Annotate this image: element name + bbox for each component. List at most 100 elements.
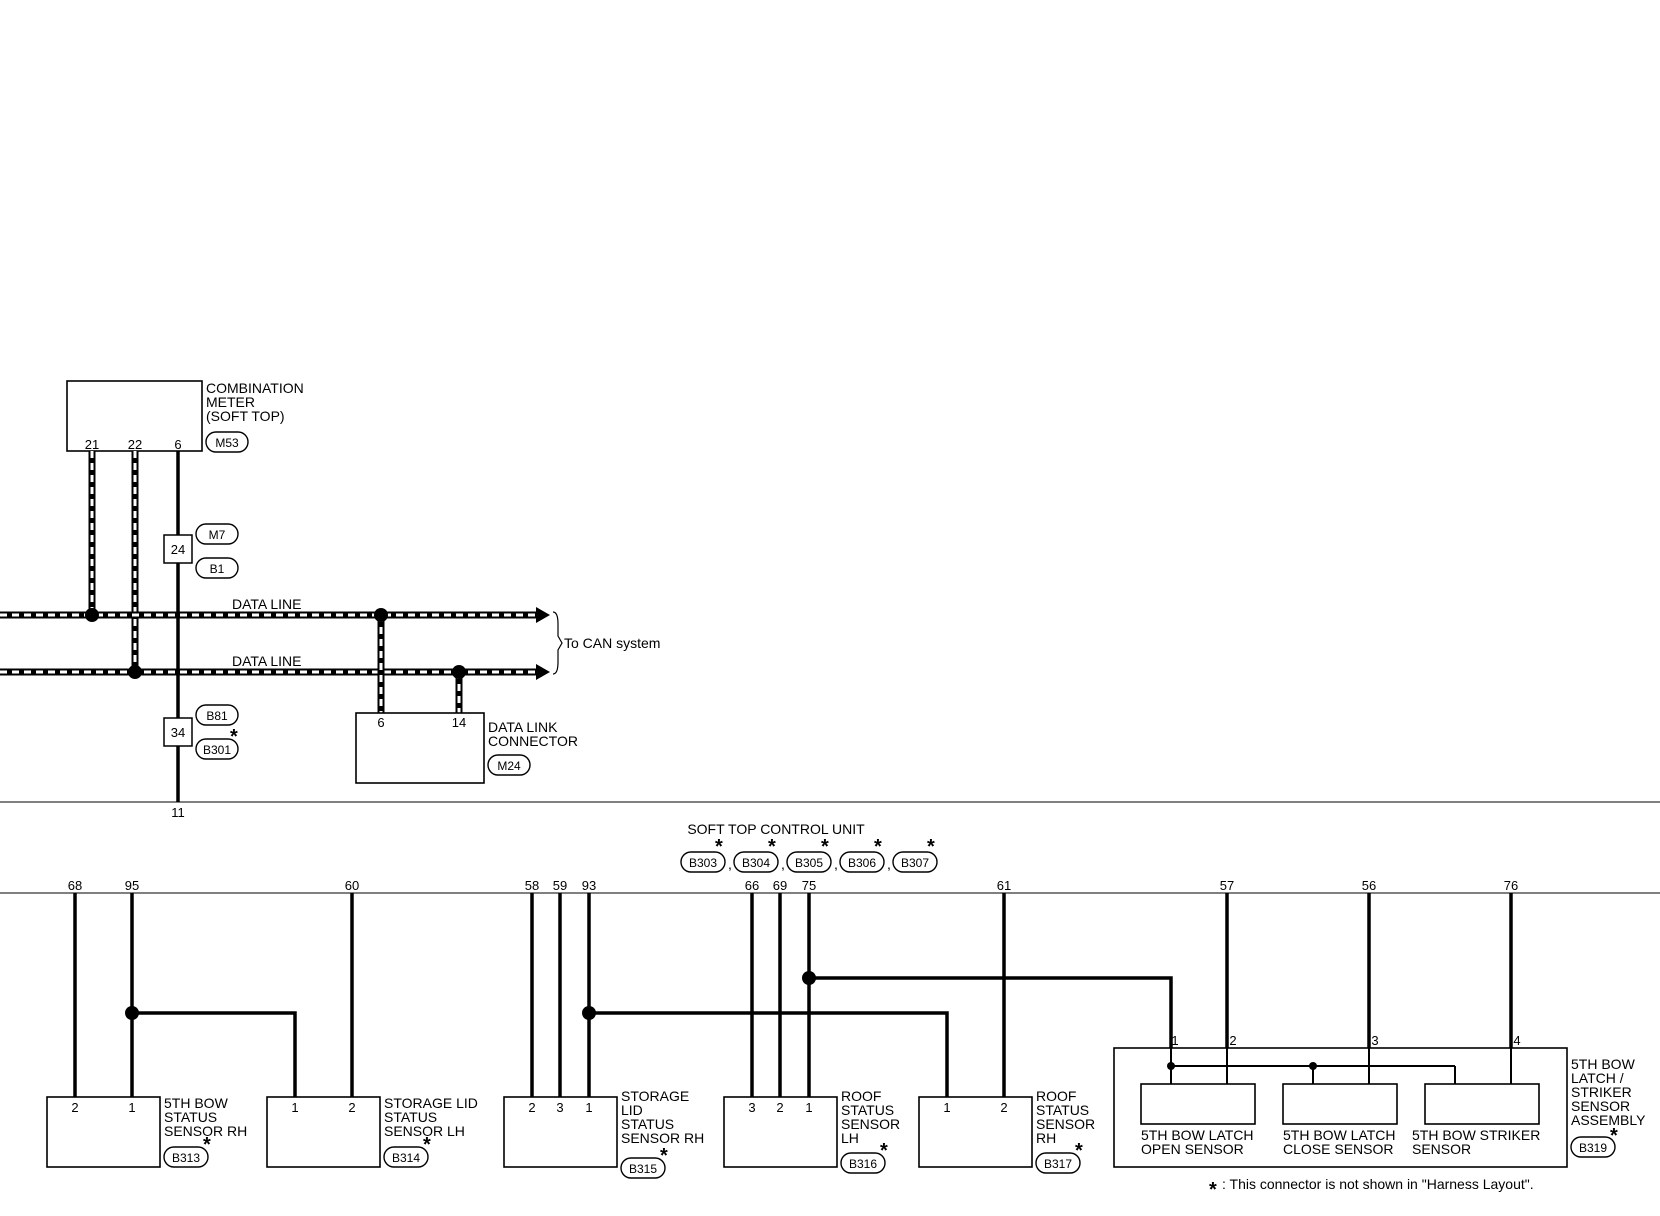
joint-box-34	[163, 717, 193, 747]
connector-tag-b1-text: B1	[210, 562, 225, 576]
sensor-box-b316	[723, 1096, 838, 1168]
star-mark: *	[715, 836, 723, 858]
star-mark: *	[230, 726, 238, 748]
b316-pin-2: 2	[776, 1100, 783, 1115]
connector-tag-b313	[163, 1146, 209, 1168]
sub-sensor-3-line-1: 5TH BOW STRIKER	[1412, 1127, 1540, 1143]
b316-label-2: STATUS	[841, 1102, 894, 1118]
dlc-label-1: DATA LINK	[488, 719, 558, 735]
cu-pin-58: 58	[525, 878, 539, 893]
footnote-text: : This connector is not shown in "Harnes…	[1222, 1176, 1534, 1192]
b319-pin-4: 4	[1513, 1033, 1520, 1048]
can-brace	[552, 611, 563, 675]
star-mark: *	[1610, 1125, 1618, 1147]
connector-tag-b305-text: B305	[795, 856, 823, 870]
connector-tag-b317	[1035, 1152, 1081, 1174]
sub-sensor-3-line-2: SENSOR	[1412, 1141, 1471, 1157]
connector-tag-m7-text: M7	[209, 528, 226, 542]
splice-dot	[802, 971, 816, 985]
b316-label-1: ROOF	[841, 1088, 881, 1104]
arrow-upper	[536, 607, 550, 623]
b317-label-1: ROOF	[1036, 1088, 1076, 1104]
b313-label-1: 5TH BOW	[164, 1095, 229, 1111]
cu-pin-57: 57	[1220, 878, 1234, 893]
b319-pin-2: 2	[1229, 1033, 1236, 1048]
connector-tag-m53	[205, 431, 249, 453]
meter-pin-6: 6	[174, 437, 181, 452]
data-line-label-lower: DATA LINE	[232, 653, 302, 669]
unit-pin-11: 11	[171, 805, 185, 820]
meter-pin-21: 21	[85, 437, 99, 452]
connector-tag-b301	[195, 738, 239, 760]
cu-pin-95: 95	[125, 878, 139, 893]
cu-pin-93: 93	[582, 878, 596, 893]
b316-label-4: LH	[841, 1130, 859, 1146]
b316-pin-3: 3	[748, 1100, 755, 1115]
connector-tag-b81	[195, 704, 239, 726]
sensor-box-b313	[46, 1096, 161, 1168]
wire-93-branch	[589, 1011, 949, 1097]
connector-tag-b81-text: B81	[206, 709, 228, 723]
connector-tag-b315-text: B315	[629, 1162, 657, 1176]
star-mark: *	[927, 836, 935, 858]
connector-tag-b303	[680, 851, 726, 873]
cu-pin-69: 69	[773, 878, 787, 893]
combination-meter-label-3: (SOFT TOP)	[206, 408, 285, 424]
b319-label-3: STRIKER	[1571, 1084, 1632, 1100]
tag-separator: ,	[834, 856, 838, 872]
sub-sensor-1-line-1: 5TH BOW LATCH	[1141, 1127, 1254, 1143]
b314-label-3: SENSOR LH	[384, 1123, 465, 1139]
b314-pin-2: 2	[348, 1100, 355, 1115]
b317-label-2: STATUS	[1036, 1102, 1089, 1118]
b317-pin-2: 2	[1000, 1100, 1007, 1115]
b313-pin-2: 2	[71, 1100, 78, 1115]
sub-sensor-2-line-1: 5TH BOW LATCH	[1283, 1127, 1396, 1143]
joint-pin-34: 34	[171, 725, 185, 740]
splice-dot	[128, 665, 142, 679]
wire-75-branch	[809, 976, 1173, 1048]
b316-label-3: SENSOR	[841, 1116, 900, 1132]
dlc-pin-14: 14	[452, 715, 466, 730]
splice-dot	[85, 608, 99, 622]
dlc-pin-6: 6	[377, 715, 384, 730]
b315-pin-3: 3	[556, 1100, 563, 1115]
connector-tag-b306	[839, 851, 885, 873]
cu-pin-59: 59	[553, 878, 567, 893]
cu-pin-68: 68	[68, 878, 82, 893]
b315-pin-1: 1	[585, 1100, 592, 1115]
star-mark: *	[768, 836, 776, 858]
connector-tag-b319-text: B319	[1579, 1141, 1607, 1155]
sub-sensor-1-line-2: OPEN SENSOR	[1141, 1141, 1244, 1157]
connector-tag-b304-text: B304	[742, 856, 770, 870]
connector-tag-b304	[733, 851, 779, 873]
star-mark: *	[874, 836, 882, 858]
control-unit-label: SOFT TOP CONTROL UNIT	[687, 821, 865, 837]
b316-pin-1: 1	[805, 1100, 812, 1115]
wire-95-branch	[132, 1011, 297, 1097]
cu-pin-60: 60	[345, 878, 359, 893]
splice-dot	[1167, 1062, 1175, 1070]
connector-tag-m7	[195, 523, 239, 545]
connector-tag-m24-text: M24	[497, 759, 521, 773]
splice-dot	[1309, 1062, 1317, 1070]
cu-pin-66: 66	[745, 878, 759, 893]
data-link-connector-box	[355, 712, 485, 784]
connector-tag-m24	[487, 754, 531, 776]
connector-tag-b1	[195, 557, 239, 579]
cu-pin-76: 76	[1504, 878, 1518, 893]
b313-pin-1: 1	[128, 1100, 135, 1115]
sub-sensor-striker	[1424, 1083, 1540, 1125]
b319-pin-3: 3	[1371, 1033, 1378, 1048]
b314-label-1: STORAGE LID	[384, 1095, 478, 1111]
splice-dot	[582, 1006, 596, 1020]
splice-dot	[125, 1006, 139, 1020]
b319-label-4: SENSOR	[1571, 1098, 1630, 1114]
b314-pin-1: 1	[291, 1100, 298, 1115]
tag-separator: ,	[728, 856, 732, 872]
b313-label-3: SENSOR RH	[164, 1123, 247, 1139]
connector-tag-b301-text: B301	[203, 743, 231, 757]
connector-tag-m53-text: M53	[215, 436, 239, 450]
dlc-label-2: CONNECTOR	[488, 733, 578, 749]
b317-pin-1: 1	[943, 1100, 950, 1115]
